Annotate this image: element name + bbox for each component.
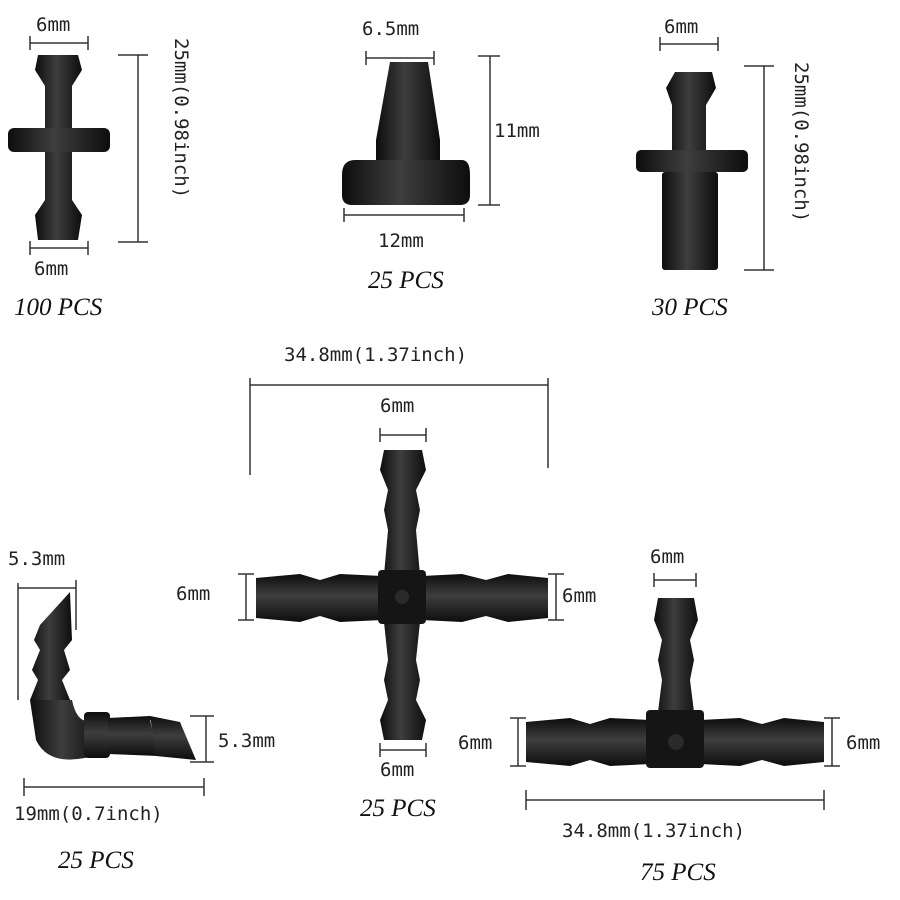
connector-a-length: 25mm(0.98inch) bbox=[170, 38, 192, 199]
elbow-right-width: 5.3mm bbox=[218, 730, 276, 752]
tee-overall-width: 34.8mm(1.37inch) bbox=[562, 820, 746, 842]
plug-dimension-lines bbox=[343, 51, 500, 222]
elbow-quantity: 25 PCS bbox=[58, 847, 134, 874]
elbow-dimension-lines bbox=[17, 580, 214, 796]
tee-connector bbox=[526, 598, 824, 768]
plug-height: 11mm bbox=[494, 120, 540, 142]
cross-right-width: 6mm bbox=[562, 585, 597, 607]
cross-left-width: 6mm bbox=[176, 583, 211, 605]
connector-a-bottom-width: 6mm bbox=[34, 258, 69, 280]
straight-connector-a bbox=[8, 55, 110, 240]
plug-quantity: 25 PCS bbox=[368, 267, 444, 294]
connector-a-quantity: 100 PCS bbox=[14, 294, 103, 321]
connector-b-dimension-lines bbox=[659, 37, 774, 271]
elbow-overall-width: 19mm(0.7inch) bbox=[14, 803, 163, 825]
straight-connector-b bbox=[636, 72, 748, 270]
cross-top-width: 6mm bbox=[380, 395, 415, 417]
tee-top-width: 6mm bbox=[650, 546, 685, 568]
cross-connector bbox=[256, 450, 548, 740]
tee-left-width: 6mm bbox=[458, 732, 493, 754]
connector-b-top-width: 6mm bbox=[664, 16, 699, 38]
plug-base-width: 12mm bbox=[378, 230, 424, 252]
cross-dimension-lines bbox=[238, 378, 564, 757]
tee-right-width: 6mm bbox=[846, 732, 881, 754]
connector-b-quantity: 30 PCS bbox=[652, 294, 728, 321]
connector-a-dimension-lines bbox=[29, 36, 148, 255]
cross-overall-width: 34.8mm(1.37inch) bbox=[284, 344, 468, 366]
connector-b-length: 25mm(0.98inch) bbox=[790, 62, 812, 223]
end-plug bbox=[342, 62, 470, 205]
elbow-top-width: 5.3mm bbox=[8, 548, 66, 570]
tee-dimension-lines bbox=[510, 573, 840, 810]
tee-quantity: 75 PCS bbox=[640, 859, 716, 886]
plug-top-width: 6.5mm bbox=[362, 18, 420, 40]
cross-bottom-width: 6mm bbox=[380, 759, 415, 781]
cross-quantity: 25 PCS bbox=[360, 795, 436, 822]
elbow-connector bbox=[30, 592, 196, 760]
connector-a-top-width: 6mm bbox=[36, 14, 71, 36]
